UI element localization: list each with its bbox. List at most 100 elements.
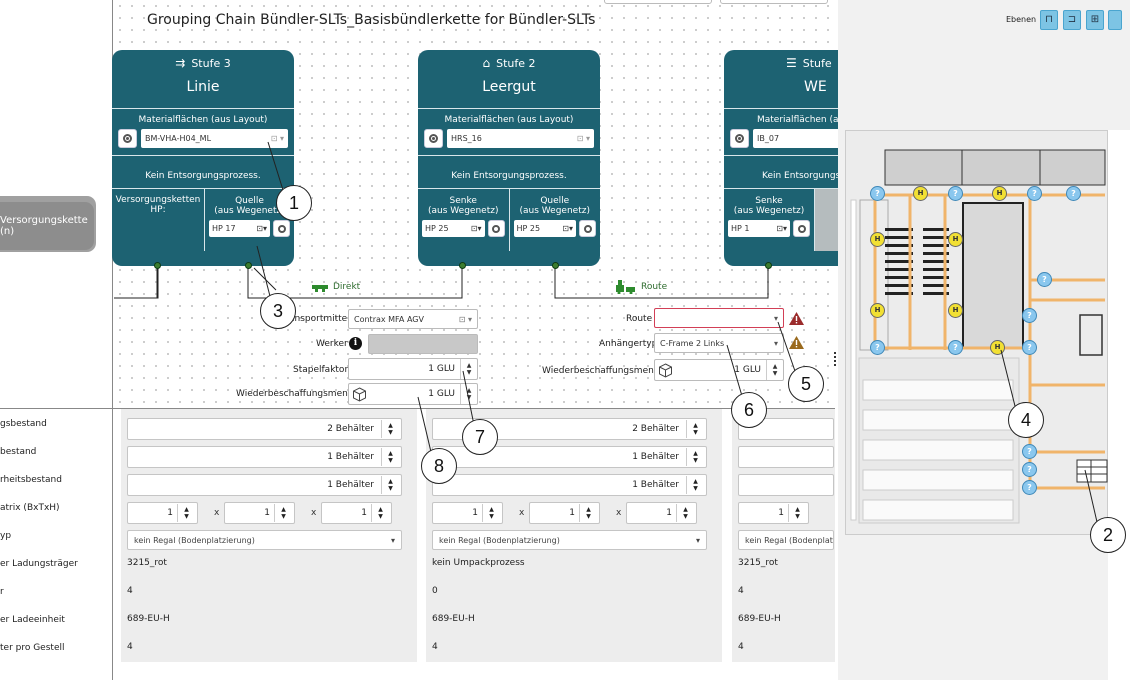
layer-button-2[interactable]: ⊐ — [1063, 10, 1081, 30]
connector-dot[interactable] — [154, 262, 161, 269]
spin-buttons[interactable]: ▲▼ — [686, 448, 704, 466]
dropdown-icon: ⊡ ▾ — [458, 314, 472, 324]
source-hp-value: HP 17 — [212, 224, 236, 233]
regal-type-select[interactable]: kein Regal (Bodenplatzierung)▾ — [127, 530, 402, 550]
handover-point-icon[interactable]: H — [913, 186, 928, 201]
bestand-stepper[interactable]: 2 Behälter▲▼ — [127, 418, 402, 440]
process-canvas[interactable]: Grouping Chain Bündler-SLTs_Basisbündler… — [112, 0, 904, 408]
spin-buttons[interactable]: ▲▼ — [676, 504, 694, 522]
transport-direct-label: Direkt — [333, 282, 361, 292]
stage-card-leergut[interactable]: ⌂Stufe 2 Leergut Materialflächen (aus La… — [418, 50, 600, 266]
sicherheitsbestand-stepper[interactable]: 1 Behälter▲▼ — [432, 474, 707, 496]
spin-up-icon: ▲ — [388, 422, 393, 429]
spin-buttons[interactable]: ▲▼ — [371, 504, 389, 522]
matrix-h-stepper[interactable]: 1▲▼ — [321, 502, 392, 524]
toolbar-stub-2[interactable] — [720, 0, 828, 4]
row-label: atrix (BxTxH) — [0, 503, 60, 513]
connector-dot[interactable] — [552, 262, 559, 269]
waypoint-icon[interactable]: ? — [948, 186, 963, 201]
waypoint-icon[interactable]: ? — [1022, 480, 1037, 495]
sink-hp-select[interactable]: HP 25⊡▾ — [422, 220, 485, 237]
waypoint-icon[interactable]: ? — [1022, 462, 1037, 477]
spin-buttons[interactable]: ▲▼ — [766, 360, 783, 380]
bestand-stepper[interactable]: 1 Behälter▲▼ — [127, 446, 402, 468]
waypoint-icon[interactable]: ? — [870, 186, 885, 201]
wbm-stepper[interactable]: 1 GLU ▲▼ — [348, 383, 478, 405]
material-area-select[interactable]: HRS_16⊡ ▾ — [447, 129, 594, 148]
matrix-h-stepper[interactable]: 1▲▼ — [626, 502, 697, 524]
handover-point-icon[interactable]: H — [948, 303, 963, 318]
waypoint-icon[interactable]: ? — [1066, 186, 1081, 201]
sink-target-button[interactable] — [487, 220, 505, 237]
waypoint-icon[interactable]: ? — [1022, 308, 1037, 323]
sink-target-button[interactable] — [793, 220, 810, 237]
matrix-b-stepper[interactable]: 1▲▼ — [738, 502, 809, 524]
bestand-stepper[interactable]: 2 Behälter▲▼ — [432, 418, 707, 440]
waypoint-icon[interactable]: ? — [948, 340, 963, 355]
transportmittel-select[interactable]: Contrax MFA AGV⊡ ▾ — [348, 309, 478, 329]
handover-point-icon[interactable]: H — [992, 186, 1007, 201]
stapelfaktor-stepper[interactable]: 1 GLU ▲▼ — [348, 358, 478, 380]
layer-button-4[interactable] — [1108, 10, 1122, 30]
spin-buttons[interactable]: ▲▼ — [460, 384, 477, 404]
spin-down-icon: ▼ — [586, 513, 591, 520]
spin-buttons[interactable]: ▲▼ — [686, 476, 704, 494]
layer-button-1[interactable]: ⊓ — [1040, 10, 1058, 30]
source-target-button[interactable] — [579, 220, 596, 237]
dropdown-icon: ⊡▾ — [562, 224, 573, 233]
material-area-select[interactable]: BM-VHA-H04_ML⊡ ▾ — [141, 129, 288, 148]
info-icon[interactable]: i — [349, 337, 362, 350]
regal-type-select[interactable]: kein Regal (Bodenplatzierung) — [738, 530, 834, 550]
bestand-stepper[interactable] — [738, 446, 834, 468]
handover-point-icon[interactable]: H — [948, 232, 963, 247]
spin-buttons[interactable]: ▲▼ — [274, 504, 292, 522]
bestand-stepper[interactable] — [738, 418, 834, 440]
matrix-t-stepper[interactable]: 1▲▼ — [529, 502, 600, 524]
sicherheitsbestand-stepper[interactable] — [738, 474, 834, 496]
stage-card-linie[interactable]: ⇉Stufe 3 Linie Materialflächen (aus Layo… — [112, 50, 294, 266]
connector-dot[interactable] — [459, 262, 466, 269]
spin-buttons[interactable]: ▲▼ — [177, 504, 195, 522]
anhaengertyp-select[interactable]: C-Frame 2 Links▾ — [654, 333, 784, 353]
wbm2-stepper[interactable]: 1 GLU ▲▼ — [654, 359, 784, 381]
source-hp-select[interactable]: HP 25⊡▾ — [513, 220, 576, 237]
waypoint-icon[interactable]: ? — [1022, 444, 1037, 459]
waypoint-icon[interactable]: ? — [1022, 340, 1037, 355]
source-hp-select[interactable]: HP 17⊡▾ — [209, 220, 270, 237]
spin-buttons[interactable]: ▲▼ — [686, 420, 704, 438]
spin-buttons[interactable]: ▲▼ — [460, 359, 477, 379]
spin-buttons[interactable]: ▲▼ — [579, 504, 597, 522]
handover-point-icon[interactable]: H — [870, 303, 885, 318]
toolbar-stub-1[interactable] — [604, 0, 712, 4]
target-button[interactable] — [118, 129, 137, 148]
regal-type-select[interactable]: kein Regal (Bodenplatzierung)▾ — [432, 530, 707, 550]
handover-point-icon[interactable]: H — [870, 232, 885, 247]
matrix-b-stepper[interactable]: 1▲▼ — [127, 502, 198, 524]
matrix-t-stepper[interactable]: 1▲▼ — [224, 502, 295, 524]
layout-panel-footer — [838, 596, 1108, 680]
sink-hp-select[interactable]: HP 1⊡▾ — [728, 220, 790, 237]
bestand-stepper[interactable]: 1 Behälter▲▼ — [432, 446, 707, 468]
splitter-handle[interactable] — [834, 352, 836, 366]
material-areas-title: Materialflächen (aus Layout) — [138, 115, 268, 125]
chain-node-versorgungskette[interactable]: Versorgungskette (n) — [0, 202, 94, 250]
target-button[interactable] — [424, 129, 443, 148]
route-select[interactable]: ▾ — [654, 308, 784, 328]
spin-buttons[interactable]: ▲▼ — [381, 420, 399, 438]
matrix-b-stepper[interactable]: 1▲▼ — [432, 502, 503, 524]
waypoint-icon[interactable]: ? — [1037, 272, 1052, 287]
target-button[interactable] — [730, 129, 749, 148]
waypoint-icon[interactable]: ? — [1027, 186, 1042, 201]
waypoint-icon[interactable]: ? — [870, 340, 885, 355]
source-target-button[interactable] — [273, 220, 290, 237]
spin-buttons[interactable]: ▲▼ — [482, 504, 500, 522]
spin-buttons[interactable]: ▲▼ — [381, 476, 399, 494]
connector-dot[interactable] — [245, 262, 252, 269]
callout-6: 6 — [731, 392, 767, 428]
sicherheitsbestand-stepper[interactable]: 1 Behälter▲▼ — [127, 474, 402, 496]
connector-dot[interactable] — [765, 262, 772, 269]
spin-buttons[interactable]: ▲▼ — [788, 504, 806, 522]
layout-link-icon: ⊡ ▾ — [270, 134, 284, 143]
layer-button-3[interactable]: ⊞ — [1086, 10, 1104, 30]
spin-buttons[interactable]: ▲▼ — [381, 448, 399, 466]
